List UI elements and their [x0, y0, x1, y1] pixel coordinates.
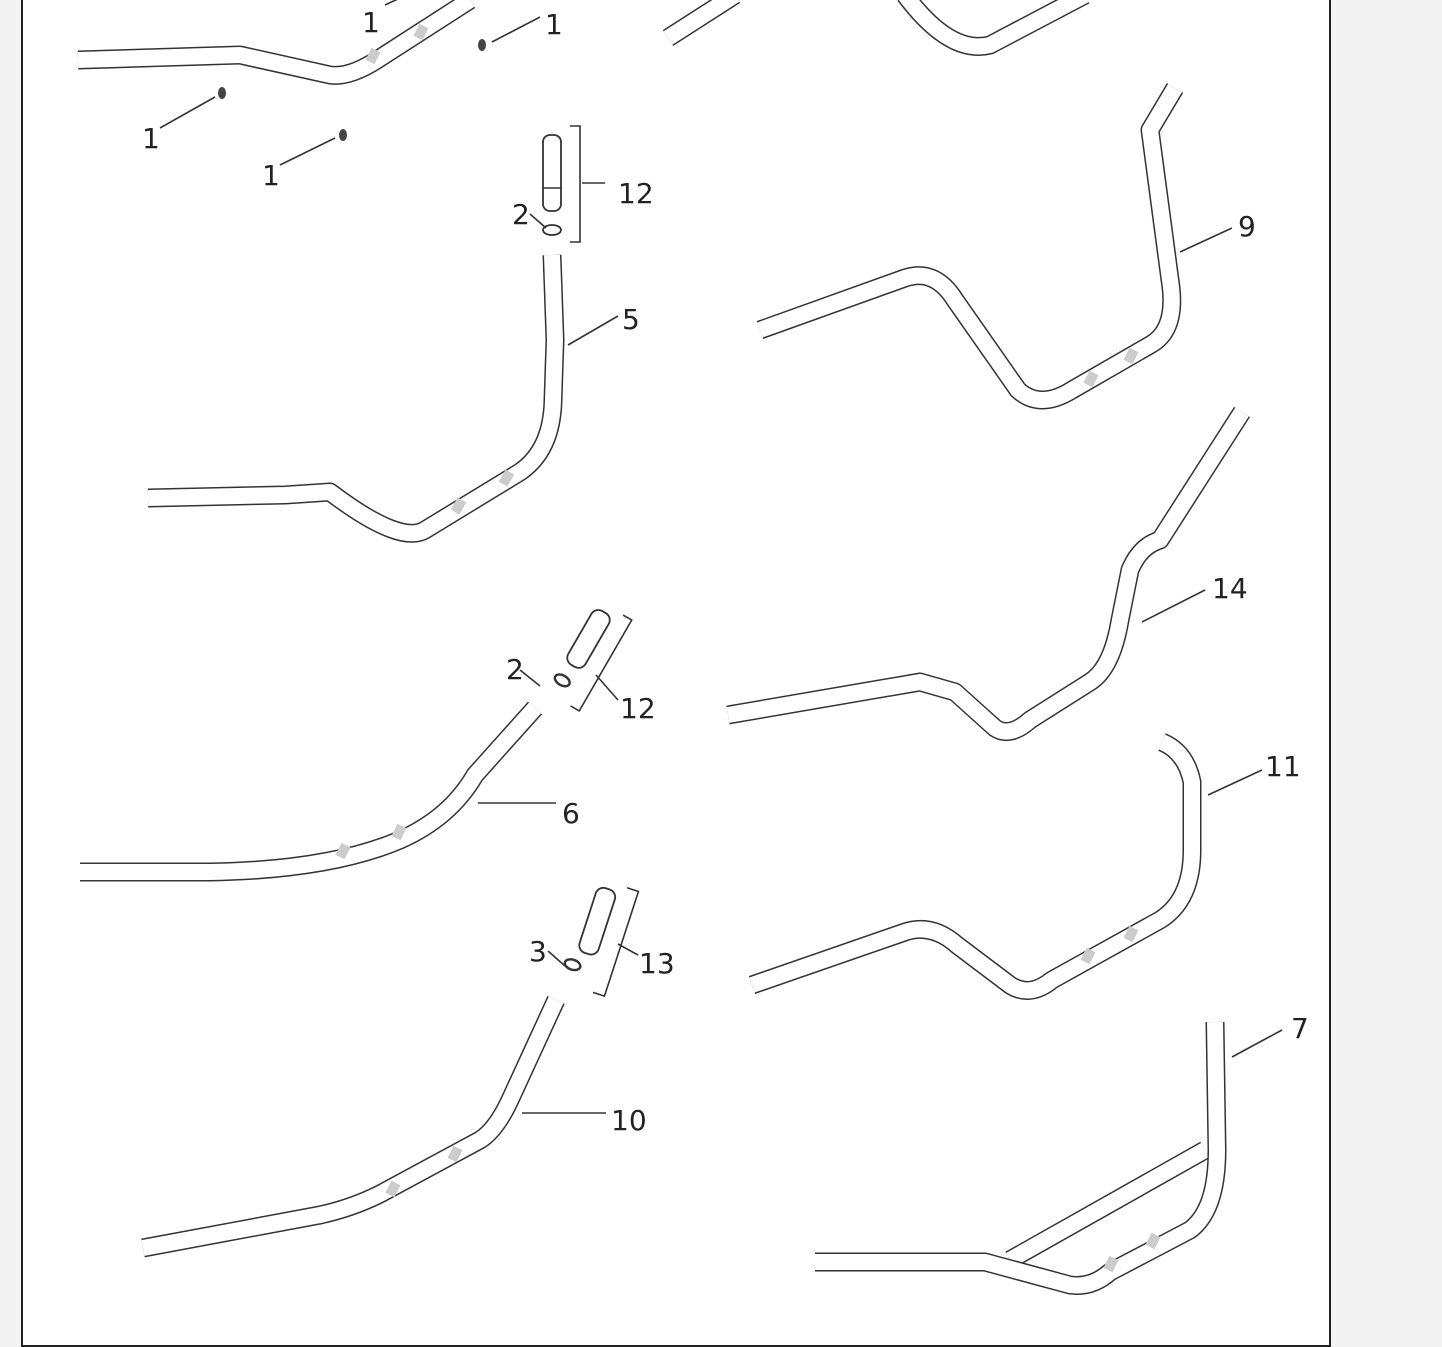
handlebar-6: [80, 701, 543, 882]
grip-band: [1080, 947, 1096, 965]
callout-label: 12: [618, 177, 654, 210]
callout-label: 2: [506, 653, 524, 686]
leader-line: [1179, 227, 1233, 253]
part-12-upper: [542, 125, 581, 243]
callout-label: 6: [562, 797, 580, 830]
handlebar-top-right-a: [662, 0, 741, 46]
screw-part-1: [478, 39, 486, 51]
leader-line: [1141, 589, 1206, 623]
grip-band: [335, 842, 351, 860]
leader-line: [567, 315, 619, 346]
grip-band: [1145, 1232, 1161, 1250]
callout-label: 11: [1265, 750, 1301, 783]
handlebar-9: [756, 83, 1184, 410]
leader-line: [279, 137, 336, 166]
grip-band: [413, 23, 429, 41]
grip-band: [365, 47, 381, 65]
callout-label: 1: [545, 8, 563, 41]
leader-line: [595, 674, 619, 701]
leader-line: [159, 96, 216, 129]
grip-band: [450, 497, 467, 515]
handlebar-14: [726, 406, 1250, 742]
handlebar-top-right-b: [897, 0, 1090, 56]
screw-part-1: [218, 87, 226, 99]
callout-label: 10: [611, 1104, 647, 1137]
screw-part-1: [339, 129, 347, 141]
callout-label: 14: [1212, 572, 1248, 605]
grip-band: [391, 823, 407, 841]
callout-label: 2: [512, 198, 530, 231]
grip-band: [1083, 370, 1099, 388]
callout-label: 1: [142, 122, 160, 155]
part-12-lower: [553, 609, 633, 713]
handlebar-11: [748, 733, 1202, 1000]
leader-line: [1207, 769, 1263, 796]
leader-line: [1231, 1029, 1283, 1058]
grip-band: [385, 1180, 401, 1198]
callout-label: 5: [622, 303, 640, 336]
grip-band: [447, 1145, 463, 1163]
leader-line: [529, 213, 547, 229]
leader-line: [519, 669, 541, 687]
callout-label: 9: [1238, 210, 1256, 243]
handlebar-7-brace: [1005, 1141, 1210, 1269]
grip-band: [1123, 347, 1139, 365]
grip-band: [498, 469, 515, 487]
callout-label: 12: [620, 692, 656, 725]
grip-band: [1123, 925, 1139, 943]
handlebar-1: [77, 0, 476, 85]
handlebar-10: [141, 996, 565, 1258]
handlebar-7: [815, 1021, 1227, 1295]
grip-band: [1103, 1255, 1119, 1273]
leader-line: [384, 0, 398, 6]
callout-label: 7: [1291, 1012, 1309, 1045]
callout-label: 3: [529, 935, 547, 968]
callout-label: 1: [262, 159, 280, 192]
callout-label: 1: [362, 6, 380, 39]
handlebar-5: [147, 254, 565, 543]
diagram-panel: [21, 0, 1331, 1347]
leader-line: [547, 950, 566, 967]
leader-line: [491, 16, 541, 43]
callout-label: 13: [639, 947, 675, 980]
part-13: [563, 886, 640, 998]
leader-line: [617, 943, 639, 956]
